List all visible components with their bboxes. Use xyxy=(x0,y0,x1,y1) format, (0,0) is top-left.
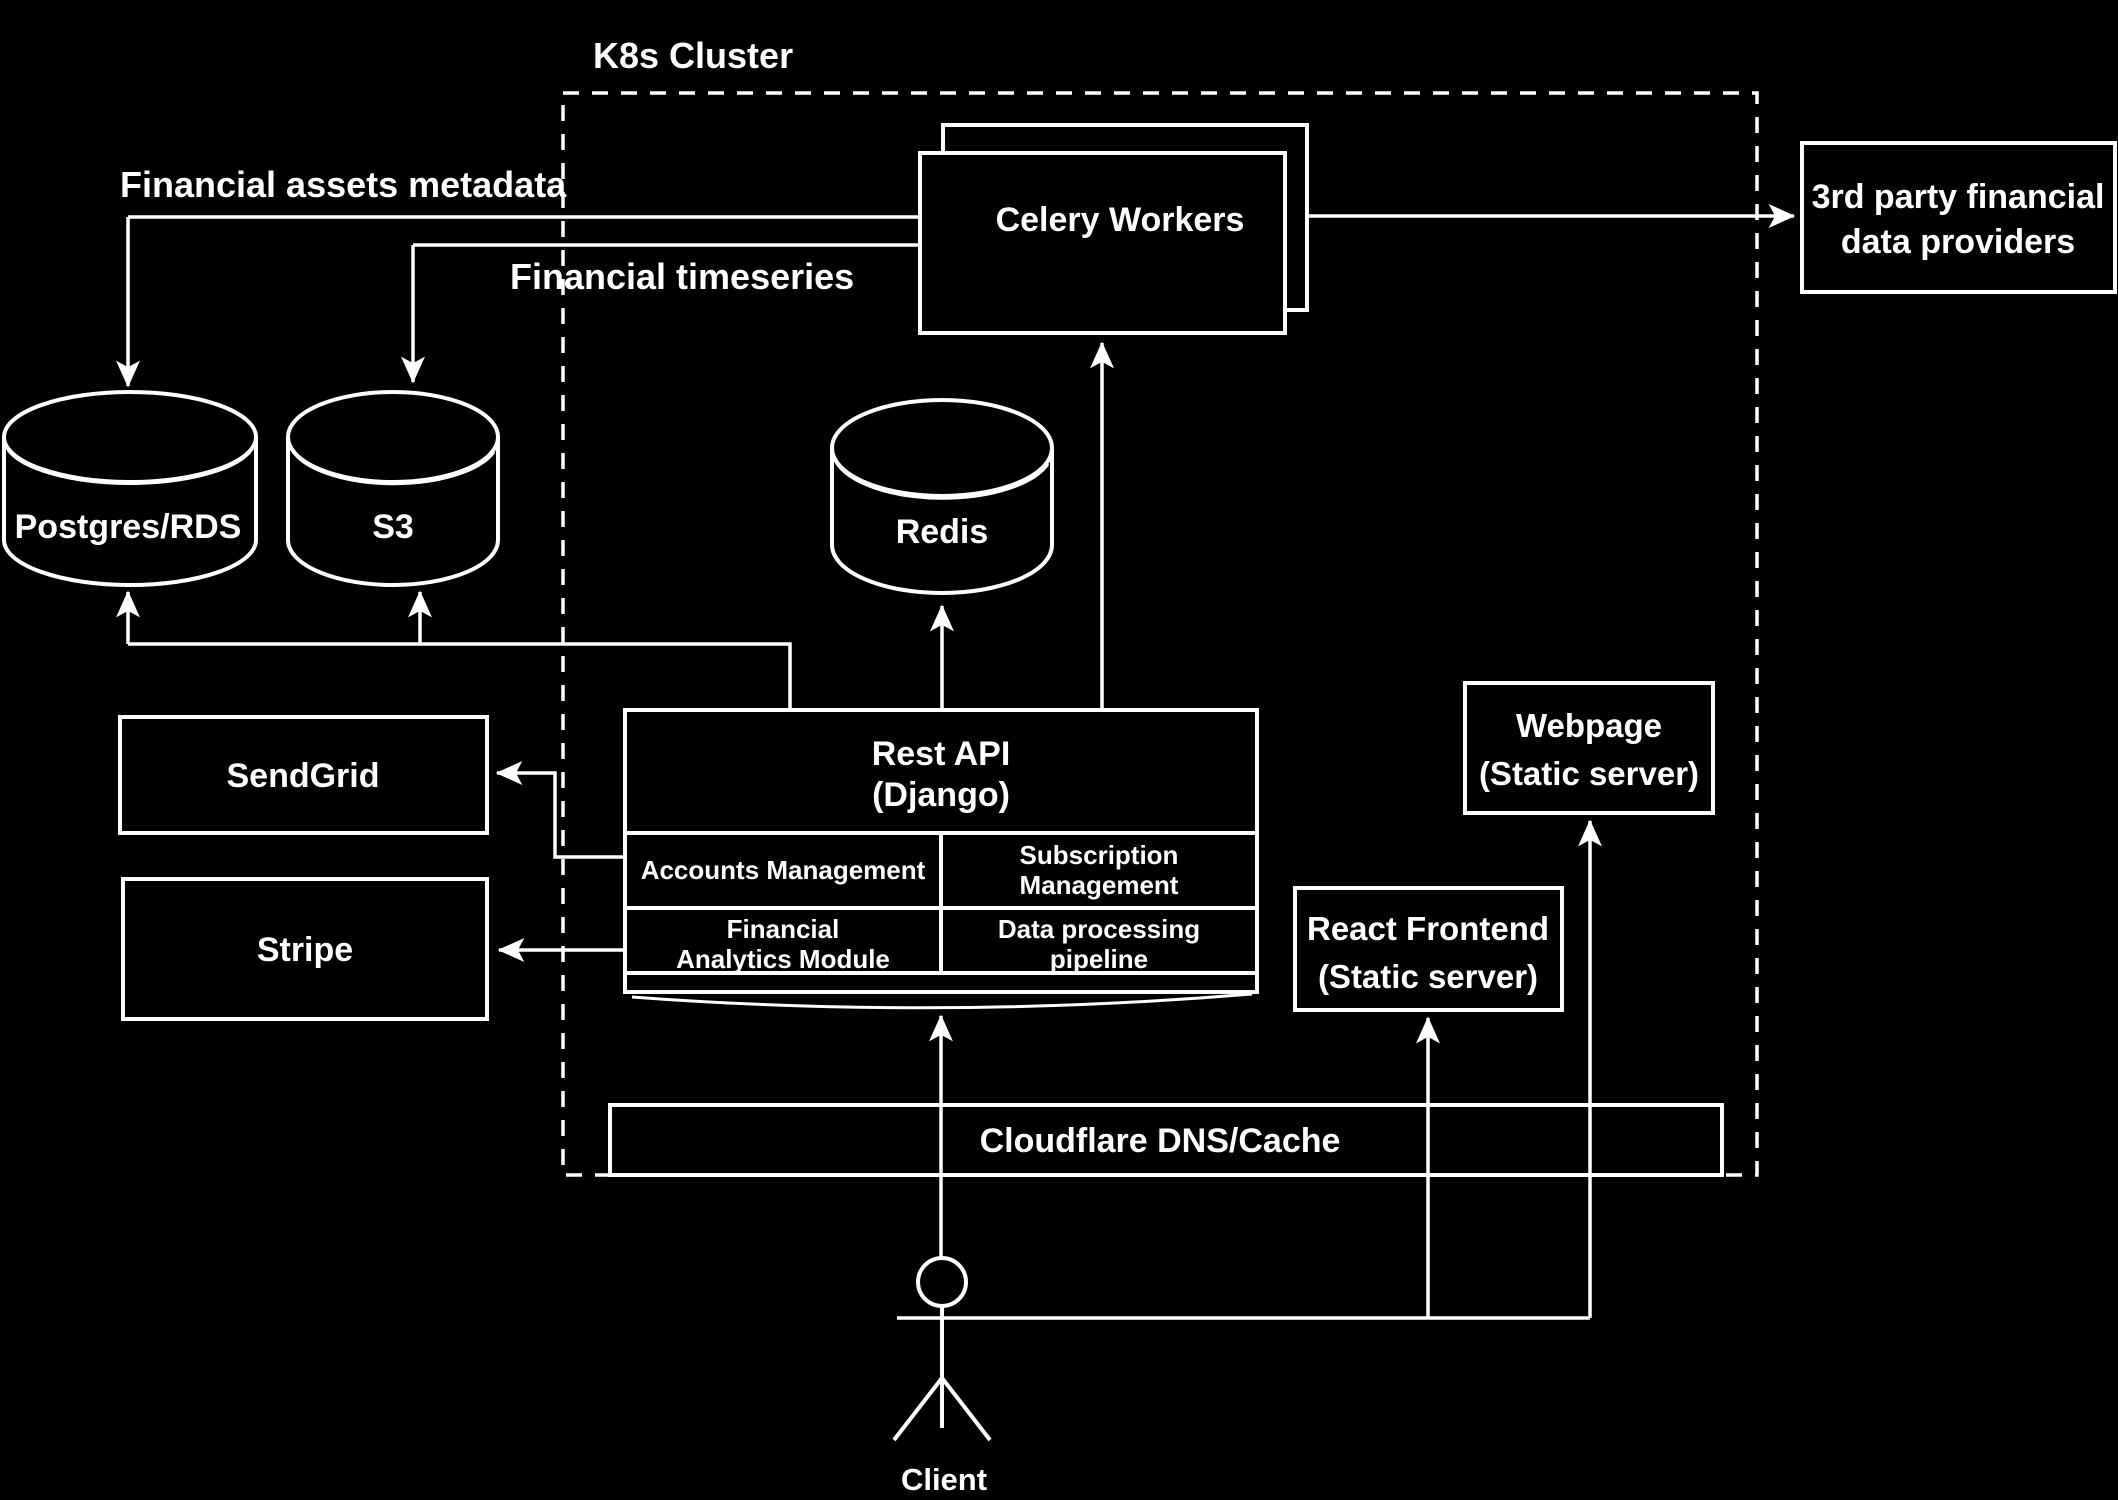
s3-cylinder xyxy=(286,390,500,587)
react-label-line2: (Static server) xyxy=(1318,958,1538,995)
timeseries-label: Financial timeseries xyxy=(510,256,854,297)
postgres-label: Postgres/RDS xyxy=(15,508,242,546)
client-label: Client xyxy=(901,1462,987,1497)
sendgrid-label: SendGrid xyxy=(226,757,379,795)
postgres-cylinder xyxy=(2,390,258,587)
providers-label-line1: 3rd party financial xyxy=(1812,178,2105,216)
webpage-box xyxy=(1463,681,1715,815)
sendgrid-box xyxy=(118,715,489,835)
webpage-label-line1: Webpage xyxy=(1516,707,1662,744)
celery-front-box xyxy=(918,151,1287,335)
assets-metadata-label: Financial assets metadata xyxy=(120,164,567,205)
s3-label: S3 xyxy=(372,508,414,546)
arrow-restapi-to-sendgrid xyxy=(495,761,625,859)
celery-workers-node xyxy=(918,123,1309,335)
rest-api-title-line1: Rest API xyxy=(872,735,1011,773)
rest-api-sketch-underline xyxy=(631,992,1253,1010)
cell-analytics-line1: Financial xyxy=(727,914,840,944)
cell-subscription-line1: Subscription xyxy=(1020,840,1179,870)
cell-subscription-line2: Management xyxy=(1020,870,1179,900)
providers-label-line2: data providers xyxy=(1841,223,2075,261)
cell-analytics-line2: Analytics Module xyxy=(676,944,890,974)
cluster-label: K8s Cluster xyxy=(593,35,793,76)
rest-api-node xyxy=(623,708,1259,1010)
cell-accounts-management: Accounts Management xyxy=(641,855,926,885)
client-actor xyxy=(892,1256,992,1442)
stripe-label: Stripe xyxy=(257,931,353,969)
react-frontend-box xyxy=(1293,886,1564,1012)
client-right-leg xyxy=(940,1376,992,1442)
cell-pipeline-line2: pipeline xyxy=(1050,944,1148,974)
react-label-line1: React Frontend xyxy=(1307,910,1549,947)
cloudflare-bar xyxy=(608,1103,1724,1177)
celery-label: Celery Workers xyxy=(996,201,1245,239)
third-party-providers-box xyxy=(1800,141,2117,294)
stripe-box xyxy=(121,877,489,1021)
client-left-leg xyxy=(892,1376,944,1442)
cloudflare-label: Cloudflare DNS/Cache xyxy=(980,1122,1341,1160)
client-head xyxy=(916,1256,968,1308)
cell-pipeline-line1: Data processing xyxy=(998,914,1200,944)
redis-cylinder xyxy=(830,398,1054,595)
edge-restapi-to-storage-line xyxy=(128,642,792,710)
rest-api-title-line2: (Django) xyxy=(872,776,1010,814)
redis-label: Redis xyxy=(896,513,989,551)
webpage-label-line2: (Static server) xyxy=(1479,755,1699,792)
